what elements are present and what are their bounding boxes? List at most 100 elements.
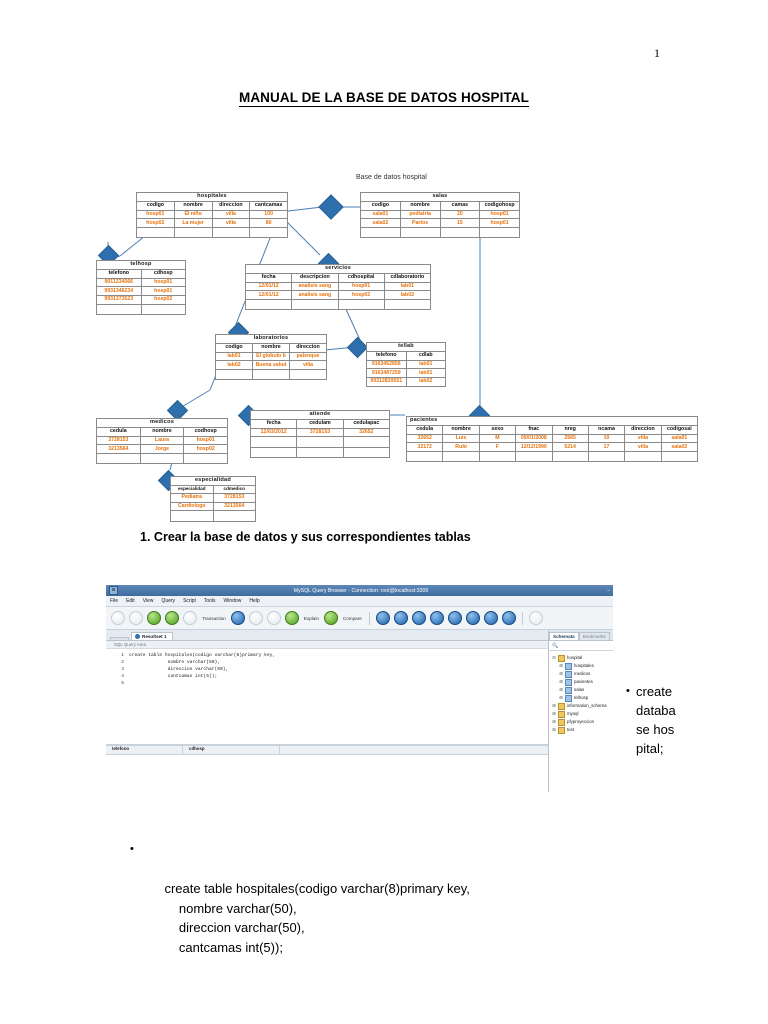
app-menubar: File Edit View Query Script Tools Window…: [106, 596, 613, 607]
menu-item-script[interactable]: Script: [183, 598, 196, 604]
tree-node-test[interactable]: ⊞ test: [552, 726, 613, 734]
entity-title: salas: [360, 191, 520, 203]
cell: 3213564: [96, 444, 141, 455]
print-icon[interactable]: [447, 611, 462, 625]
execute-icon[interactable]: [165, 611, 179, 625]
go-icon[interactable]: [147, 611, 161, 625]
transaction-icon[interactable]: [230, 611, 245, 625]
resultset-tabstrip: Resultset 1: [106, 630, 548, 641]
cell: 20: [439, 209, 481, 220]
schema-icon: [558, 702, 565, 710]
menu-item-tools[interactable]: Tools: [203, 598, 216, 604]
tab-resultset-1[interactable]: Resultset 1: [131, 632, 173, 640]
cell: Pediatra: [170, 493, 214, 503]
page-title: MANUAL DE LA BASE DE DATOS HOSPITAL: [0, 90, 768, 107]
entity-title: telhosp: [96, 259, 186, 271]
table-row-empty: [249, 436, 391, 448]
tab-new[interactable]: [110, 637, 129, 640]
cell: hosp01: [140, 277, 186, 288]
cell: lab01: [405, 359, 446, 370]
new-tab-icon[interactable]: [375, 611, 390, 625]
tree-node-information-schema[interactable]: ⊞ information_schema: [552, 702, 613, 710]
menu-item-view[interactable]: View: [142, 598, 154, 604]
tree-node-hospitales[interactable]: ⊞ hospitales: [552, 662, 613, 670]
sql-editor[interactable]: 1 create table hospitales(codigo varchar…: [106, 649, 548, 745]
cell: analisis sang: [291, 281, 339, 292]
table-row: 32172 Rubi F 12/12/1990 5214 17 villa sa…: [405, 442, 699, 453]
expander-icon[interactable]: ⊞: [552, 711, 556, 716]
rollback-icon[interactable]: [266, 611, 281, 625]
app-toolbar: Transaction Explain Compare: [106, 607, 613, 630]
query-area-label: SQL Query Area: [106, 641, 548, 649]
expander-icon[interactable]: ⊞: [559, 687, 563, 692]
tree-node-label: hospital: [567, 655, 583, 660]
cell: Laura: [139, 435, 185, 446]
expander-icon[interactable]: ⊞: [552, 719, 556, 724]
cell: hosp01: [479, 209, 520, 220]
expander-icon[interactable]: ⊞: [559, 663, 563, 668]
open-icon[interactable]: [393, 611, 408, 625]
commit-icon[interactable]: [248, 611, 263, 625]
history-icon[interactable]: [501, 611, 516, 625]
cell: 5214: [551, 442, 589, 453]
entity-table-especialidad: especialidad especialidad cdmedico Pedia…: [170, 475, 256, 522]
table-row: sala01 pediatria 20 hosp01: [360, 209, 520, 220]
help-icon[interactable]: [528, 611, 543, 625]
expander-icon[interactable]: ⊞: [552, 727, 556, 732]
schema-icon: [558, 654, 565, 662]
expander-icon[interactable]: ⊟: [552, 655, 556, 660]
refresh-icon[interactable]: [483, 611, 498, 625]
table-row-empty: [249, 446, 391, 458]
menu-item-edit[interactable]: Edit: [126, 598, 135, 604]
cell: villa: [624, 433, 662, 444]
menu-item-help[interactable]: Help: [249, 598, 260, 604]
tree-node-salas[interactable]: ⊞ salas: [552, 686, 613, 694]
stop-icon[interactable]: [183, 611, 197, 625]
tab-schemata[interactable]: Schemata: [549, 632, 579, 640]
menu-item-file[interactable]: File: [110, 598, 119, 604]
table-row: lab01 El globulo b palenque: [215, 351, 327, 362]
entity-title: medicos: [96, 417, 228, 429]
compare-icon[interactable]: [323, 611, 338, 625]
save-icon[interactable]: [411, 611, 426, 625]
expander-icon[interactable]: ⊞: [559, 671, 563, 676]
expander-icon[interactable]: ⊞: [552, 703, 556, 708]
expander-icon[interactable]: ⊞: [559, 695, 563, 700]
tree-node-pfyproyeccion[interactable]: ⊞ pfyproyeccion: [552, 718, 613, 726]
line-number: 5: [121, 681, 124, 686]
section-heading-text: Crear la base de datos y sus correspondi…: [153, 530, 471, 544]
entity-table-medicos: medicos cedula nombre codhosp 3728153 La…: [96, 417, 228, 465]
minimize-button[interactable]: −: [607, 587, 610, 594]
resultset-grid[interactable]: telefono cdhosp: [106, 745, 548, 792]
forward-icon[interactable]: [129, 611, 143, 625]
cell: Luis: [442, 433, 480, 444]
tree-node-telhosp[interactable]: ⊞ telhosp: [552, 694, 613, 702]
app-window-icon: ⌘: [109, 586, 118, 595]
tree-node-hospital[interactable]: ⊟ hospital: [552, 654, 613, 662]
column-header: nreg: [551, 425, 589, 435]
tree-node-pacientes[interactable]: ⊞ pacientes: [552, 678, 613, 686]
page-title-text: MANUAL DE LA BASE DE DATOS HOSPITAL: [238, 90, 529, 107]
column-header: direccion: [289, 343, 327, 353]
cell: 12/01/12: [244, 281, 293, 292]
table-row: 9011234566 hosp01: [96, 277, 186, 288]
app-main-area: Resultset 1 SQL Query Area 1 create tabl…: [106, 630, 548, 792]
line-text: cantcamas int(5));: [129, 674, 218, 679]
tree-node-mysql[interactable]: ⊞ mysql: [552, 710, 613, 718]
table-row: 12/01/12 analisis sang hosp02 lab02: [244, 290, 432, 301]
menu-item-query[interactable]: Query: [161, 598, 176, 604]
back-icon[interactable]: [111, 611, 125, 625]
column-header: direccion: [211, 201, 251, 211]
tab-bookmarks[interactable]: Bookmarks: [578, 632, 610, 640]
expander-icon[interactable]: ⊞: [559, 679, 563, 684]
import-icon[interactable]: [465, 611, 480, 625]
entity-title: servicios: [245, 263, 431, 275]
tree-node-label: test: [567, 727, 575, 732]
schema-search-box[interactable]: 🔍: [549, 641, 613, 651]
export-icon[interactable]: [429, 611, 444, 625]
tree-node-medicos[interactable]: ⊞ medicos: [552, 670, 613, 678]
explain-icon[interactable]: [284, 611, 299, 625]
schema-icon: [558, 710, 565, 718]
menu-item-window[interactable]: Window: [223, 598, 242, 604]
